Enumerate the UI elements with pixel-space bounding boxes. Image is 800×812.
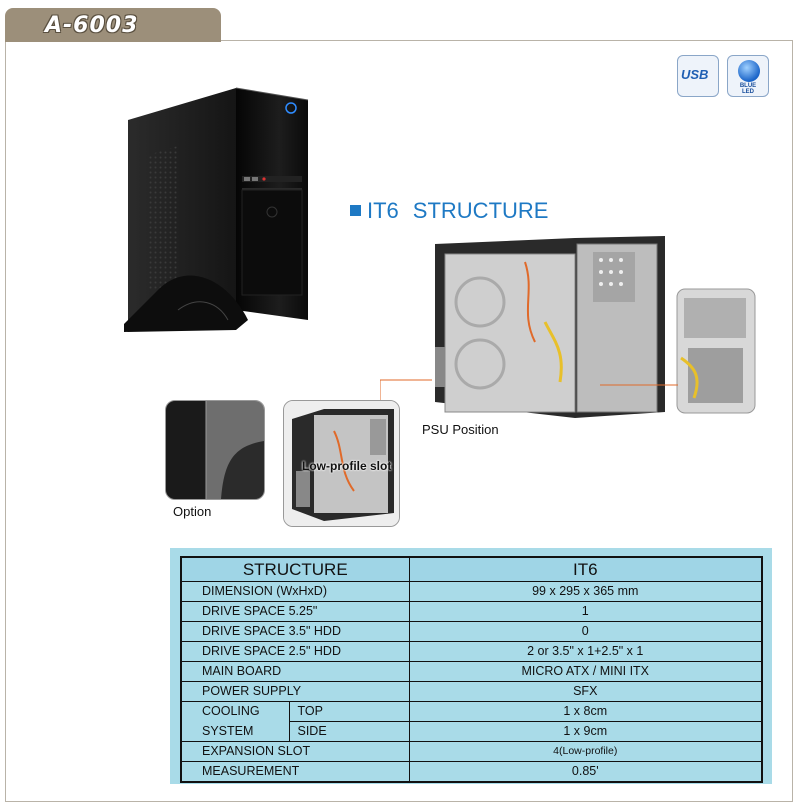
structure-title-prefix: IT6 [367,198,399,223]
cooling-label-line-1: COOLING [180,701,290,722]
cooling-side-label: SIDE [288,721,410,742]
spec-label: DRIVE SPACE 2.5" HDD [180,641,410,662]
led-line-1: BLUE [739,83,757,89]
spec-value: 0 [408,621,763,642]
structure-title: IT6 STRUCTURE [350,198,548,224]
model-tab: A-6003 [5,8,221,42]
cooling-top-label: TOP [288,701,410,722]
spec-label: DIMENSION (WxHxD) [180,581,410,602]
spec-value: 2 or 3.5" x 1+2.5" x 1 [408,641,763,662]
content-frame [5,40,793,802]
led-icon [738,60,760,82]
spec-value: 1 [408,601,763,622]
cooling-top-value: 1 x 8cm [408,701,763,722]
spec-header-label: STRUCTURE [180,556,410,582]
option-caption: Option [173,504,212,519]
structure-title-suffix: STRUCTURE [412,198,549,223]
interior-photo [435,236,665,418]
spec-table-panel: STRUCTURE IT6 DIMENSION (WxHxD)99 x 295 … [170,548,772,784]
spec-value: MICRO ATX / MINI ITX [408,661,763,682]
cooling-side-value: 1 x 9cm [408,721,763,742]
callout-lines [380,379,678,425]
led-line-2: LED [742,89,754,95]
table-row: DIMENSION (WxHxD)99 x 295 x 365 mm [180,581,763,602]
low-profile-slot-photo [283,400,400,527]
spec-label: POWER SUPPLY [180,681,410,702]
model-title: A-6003 [45,13,139,38]
usb-icon: USB [681,67,709,82]
spec-label: MEASUREMENT [180,761,410,783]
cooling-label-line-2: SYSTEM [180,721,290,742]
spec-value: 4(Low-profile) [408,741,763,762]
square-bullet-icon [350,205,361,216]
spec-label: MAIN BOARD [180,661,410,682]
low-profile-slot-label: Low-profile slot [302,459,392,473]
spec-label: DRIVE SPACE 3.5" HDD [180,621,410,642]
spec-label: DRIVE SPACE 5.25" [180,601,410,622]
psu-position-caption: PSU Position [422,422,499,437]
spec-value: 0.85' [408,761,763,783]
spec-header-value: IT6 [408,556,763,582]
psu-photo [676,288,756,414]
usb-badge: USB [677,55,719,97]
spec-label: EXPANSION SLOT [180,741,410,762]
spec-header-row: STRUCTURE IT6 [180,556,763,582]
spec-table: STRUCTURE IT6 DIMENSION (WxHxD)99 x 295 … [180,556,763,783]
table-row: SYSTEM SIDE 1 x 9cm [180,721,763,742]
table-row: COOLING TOP 1 x 8cm [180,701,763,722]
table-row: DRIVE SPACE 5.25"1 [180,601,763,622]
spec-value: 99 x 295 x 365 mm [408,581,763,602]
product-image [124,87,309,332]
option-photo [165,400,265,500]
blue-led-badge: BLUE LED [727,55,769,97]
spec-value: SFX [408,681,763,702]
